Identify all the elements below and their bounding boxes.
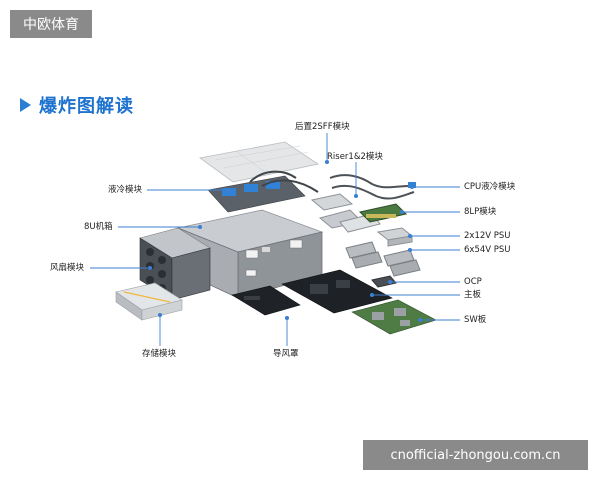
- watermark-bottom: cnofficial-zhongou.com.cn: [363, 440, 588, 470]
- lp8-part: [360, 204, 406, 222]
- label-liquid-cooling: 液冷模块: [108, 186, 142, 195]
- label-mainboard: 主板: [464, 291, 481, 300]
- label-psu-54v: 6x54V PSU: [464, 246, 511, 255]
- label-cpu-liquid: CPU液冷模块: [464, 183, 515, 192]
- label-ocp: OCP: [464, 278, 482, 287]
- label-riser: Riser1&2模块: [327, 153, 383, 162]
- label-air-duct: 导风罩: [273, 350, 299, 359]
- liquid-cooling-part: [208, 172, 318, 212]
- label-psu-12v: 2x12V PSU: [464, 232, 511, 241]
- label-storage: 存储模块: [142, 350, 176, 359]
- label-chassis-8u: 8U机箱: [84, 223, 113, 232]
- psu-12v-part: [378, 228, 412, 246]
- label-lp8: 8LP模块: [464, 208, 496, 217]
- ocp-part: [372, 276, 396, 287]
- label-rear-2sff: 后置2SFF模块: [295, 123, 350, 132]
- label-sw-board: SW板: [464, 316, 486, 325]
- psu-54v-part: [346, 242, 420, 276]
- cpu-liquid-cooling-part: [330, 175, 416, 198]
- label-fan: 风扇模块: [50, 264, 84, 273]
